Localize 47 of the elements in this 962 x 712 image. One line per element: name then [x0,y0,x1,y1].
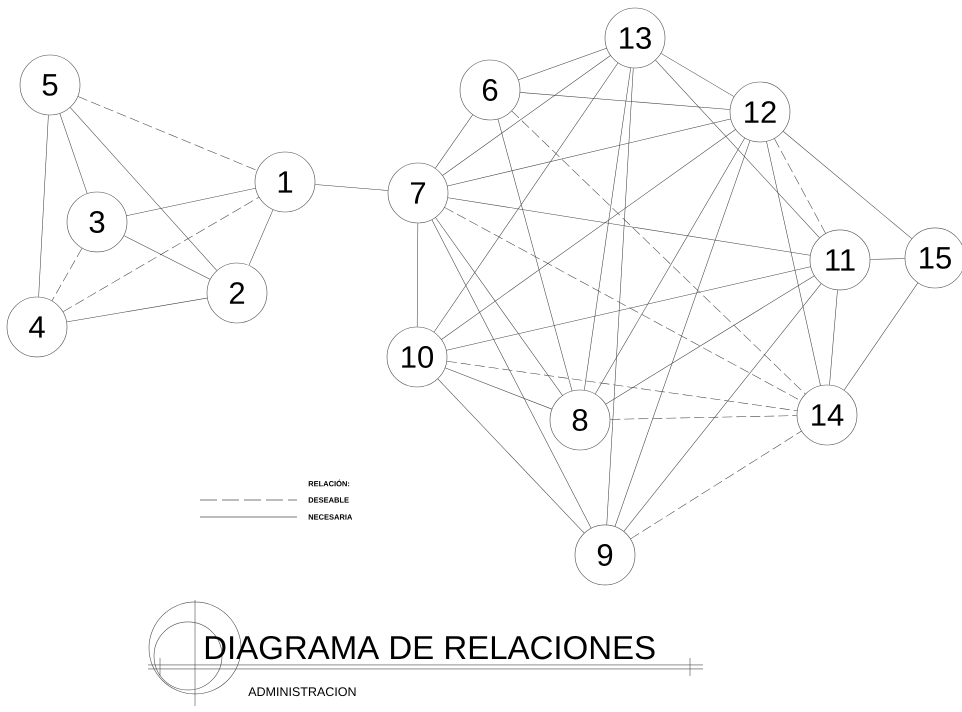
connector-line [444,207,801,401]
connector-line [446,360,798,412]
connector-line [595,138,745,394]
connector-line [518,48,607,80]
connector-line [126,188,256,216]
connector-line [60,113,88,194]
connector-line [655,60,820,238]
connector-line [432,220,592,528]
connector-line [446,266,811,350]
connector-line [52,248,82,301]
connector-line [614,140,750,527]
connector-line [610,415,797,420]
connector-line [844,282,918,390]
connector-line [435,217,563,396]
connector-line [434,62,618,332]
connector-line [829,290,838,386]
connector-line [416,223,418,327]
connector-line [435,114,473,168]
connector-line [630,430,802,540]
connector-line [660,53,734,97]
connector-line [512,110,806,394]
connector-line [774,138,826,234]
subtitle: ADMINISTRACION [248,687,356,696]
connector-line [445,368,552,410]
connector-line [70,107,218,271]
connector-line [870,258,905,260]
connector-line [66,298,208,322]
connector-line [38,114,49,297]
diagram-title: DIAGRAMA DE RELACIONES [206,636,655,660]
connector-line [124,235,210,280]
connector-line [438,378,584,534]
connector-line [783,131,912,239]
connector-line [520,92,730,110]
connector-line [442,55,611,176]
connector-line [441,129,736,340]
connector-line [314,184,388,191]
connector-line [766,141,821,386]
connector-line [248,210,274,266]
connector-line [606,276,814,404]
connector-line [78,96,258,171]
connector-line [624,283,822,532]
connector-line [447,118,731,186]
connector-line [584,68,631,390]
connector-line [498,118,572,392]
connector-line [606,68,634,526]
connector-line [448,197,810,256]
connector-line [62,197,260,312]
